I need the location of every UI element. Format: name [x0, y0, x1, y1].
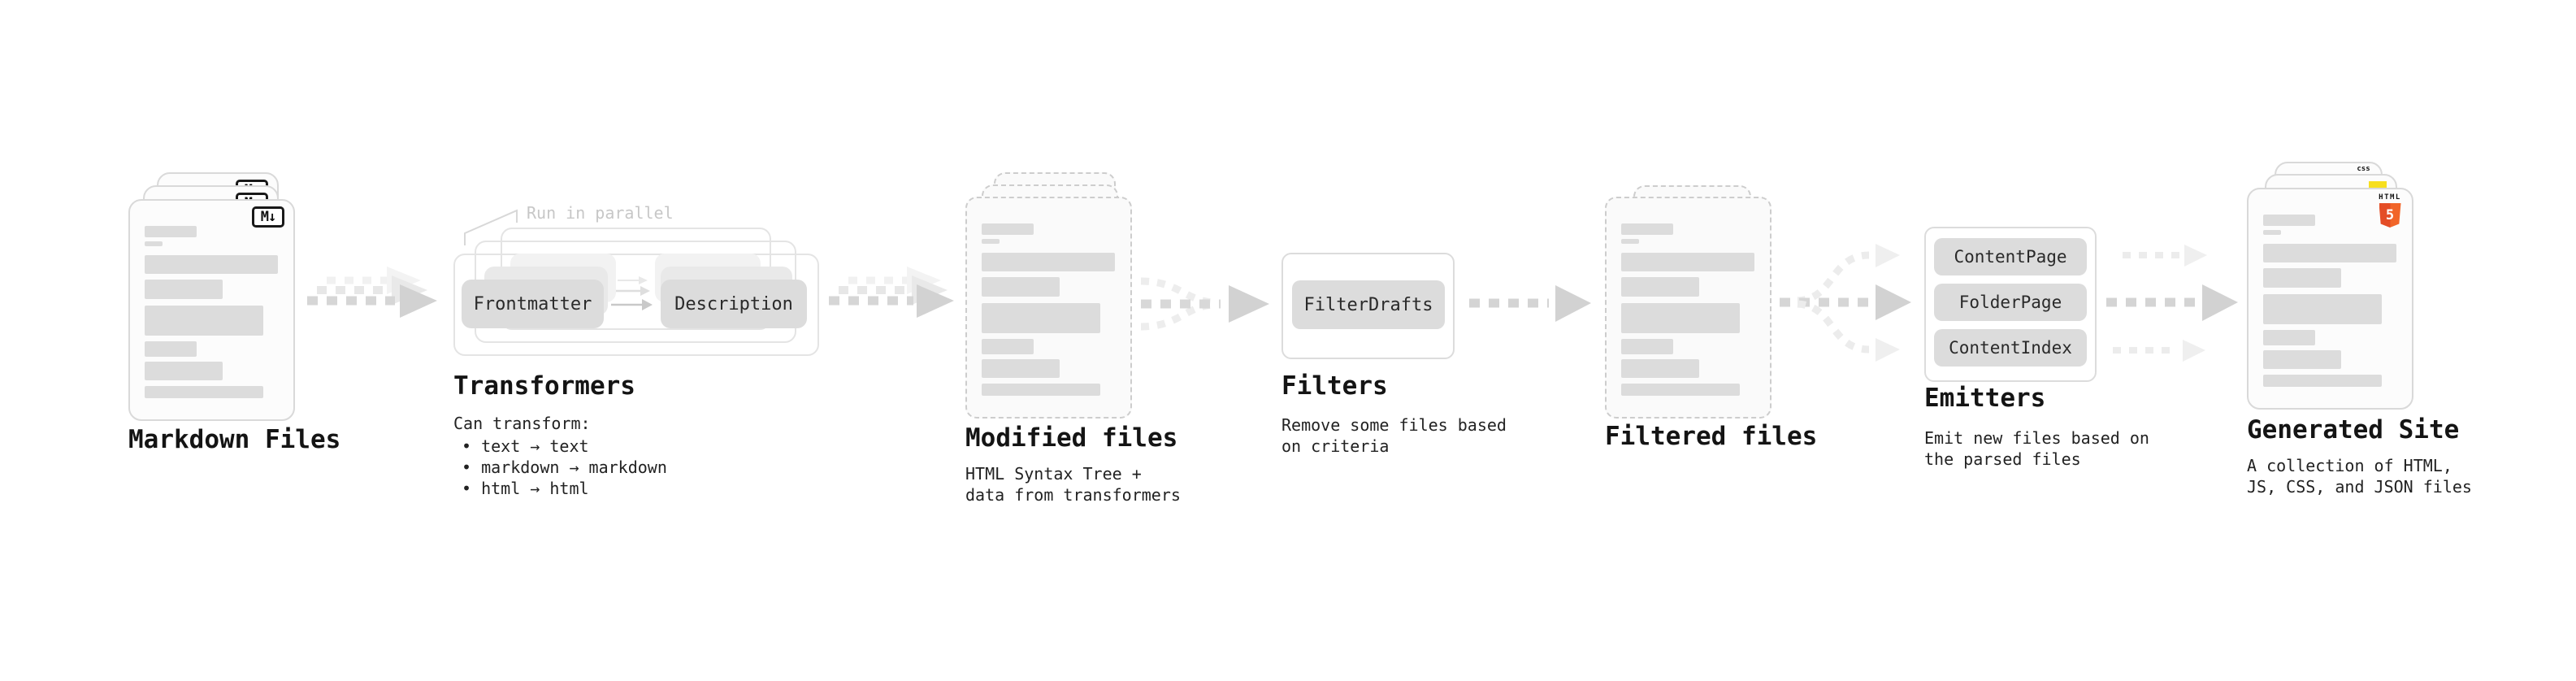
stage-title: Transformers — [453, 371, 635, 401]
content-line-bar — [982, 223, 1034, 235]
content-line-bar — [1621, 277, 1699, 297]
arrow-modified-to-filters — [1140, 277, 1269, 331]
arrow-filtered-to-emitters — [1780, 244, 1911, 362]
content-line-bar — [145, 306, 263, 336]
content-line-bar — [145, 280, 223, 299]
arrow-transformers-to-modified — [829, 267, 954, 318]
stage-title: Generated Site — [2247, 415, 2460, 445]
content-line-bar — [2263, 215, 2315, 226]
content-line-bar — [145, 226, 197, 237]
file-card: HTML 5 — [2247, 188, 2413, 410]
stage-title: Emitters — [1924, 384, 2046, 413]
file-card: M↓ — [128, 199, 295, 421]
filterdrafts-box: FilterDrafts — [1292, 280, 1445, 329]
content-line-bar — [982, 359, 1060, 378]
content-line-bar — [2263, 330, 2315, 345]
note-callout-line — [464, 209, 518, 245]
bullet-item: • text → text — [462, 436, 589, 456]
content-line-bar — [982, 239, 1000, 244]
stage-title: Markdown Files — [128, 425, 341, 454]
frontmatter-box: Frontmatter — [462, 280, 604, 328]
emitter-box: FolderPage — [1934, 284, 2087, 321]
content-line-bar — [145, 386, 263, 398]
content-line-bar — [982, 303, 1100, 333]
content-line-bar — [1621, 384, 1740, 396]
stage-caption: HTML Syntax Tree + data from transformer… — [965, 464, 1181, 505]
content-line-bar — [2263, 350, 2341, 369]
content-line-bar — [982, 277, 1060, 297]
content-line-bar — [145, 255, 278, 274]
content-line-bar — [2263, 268, 2341, 288]
arrow-filters-to-filtered — [1469, 285, 1591, 322]
description-box: Description — [661, 280, 807, 328]
content-line-bar — [2263, 375, 2382, 387]
content-line-bar — [1621, 223, 1673, 235]
content-line-bar — [1621, 253, 1754, 271]
stage-title: Filtered files — [1605, 422, 1818, 451]
content-line-bar — [2263, 230, 2281, 235]
stage-caption: A collection of HTML, JS, CSS, and JSON … — [2247, 456, 2472, 497]
markdown-icon: M↓ — [252, 206, 284, 228]
stage-caption: Remove some files based on criteria — [1281, 415, 1507, 456]
content-line-bar — [1621, 239, 1639, 244]
emitter-box: ContentIndex — [1934, 329, 2087, 367]
file-card-dashed — [1605, 197, 1772, 419]
content-line-bar — [1621, 359, 1699, 378]
arrow-emitters-to-generated — [2106, 245, 2238, 362]
arrow-markdown-to-transformers — [307, 267, 437, 318]
content-line-bar — [145, 241, 163, 246]
content-line-bar — [2263, 294, 2382, 324]
stage-caption: Emit new files based on the parsed files — [1924, 428, 2149, 469]
bullet-item: • html → html — [462, 479, 589, 498]
content-line-bar — [2263, 244, 2396, 262]
run-in-parallel-note: Run in parallel — [527, 203, 674, 223]
stage-caption: Can transform: — [453, 414, 591, 433]
html5-icon: HTML 5 — [2375, 194, 2405, 228]
emitter-box: ContentPage — [1934, 238, 2087, 275]
transformer-card — [453, 254, 819, 356]
content-line-bar — [1621, 339, 1673, 354]
content-line-bar — [982, 384, 1100, 396]
content-line-bar — [145, 362, 223, 380]
content-line-bar — [1621, 303, 1740, 333]
arrow-frontmatter-to-description — [611, 276, 653, 310]
content-line-bar — [145, 341, 197, 357]
content-line-bar — [982, 253, 1115, 271]
stage-title: Modified files — [965, 423, 1178, 453]
bullet-item: • markdown → markdown — [462, 458, 667, 477]
content-line-bar — [982, 339, 1034, 354]
stage-title: Filters — [1281, 371, 1388, 401]
file-card-dashed — [965, 197, 1132, 419]
